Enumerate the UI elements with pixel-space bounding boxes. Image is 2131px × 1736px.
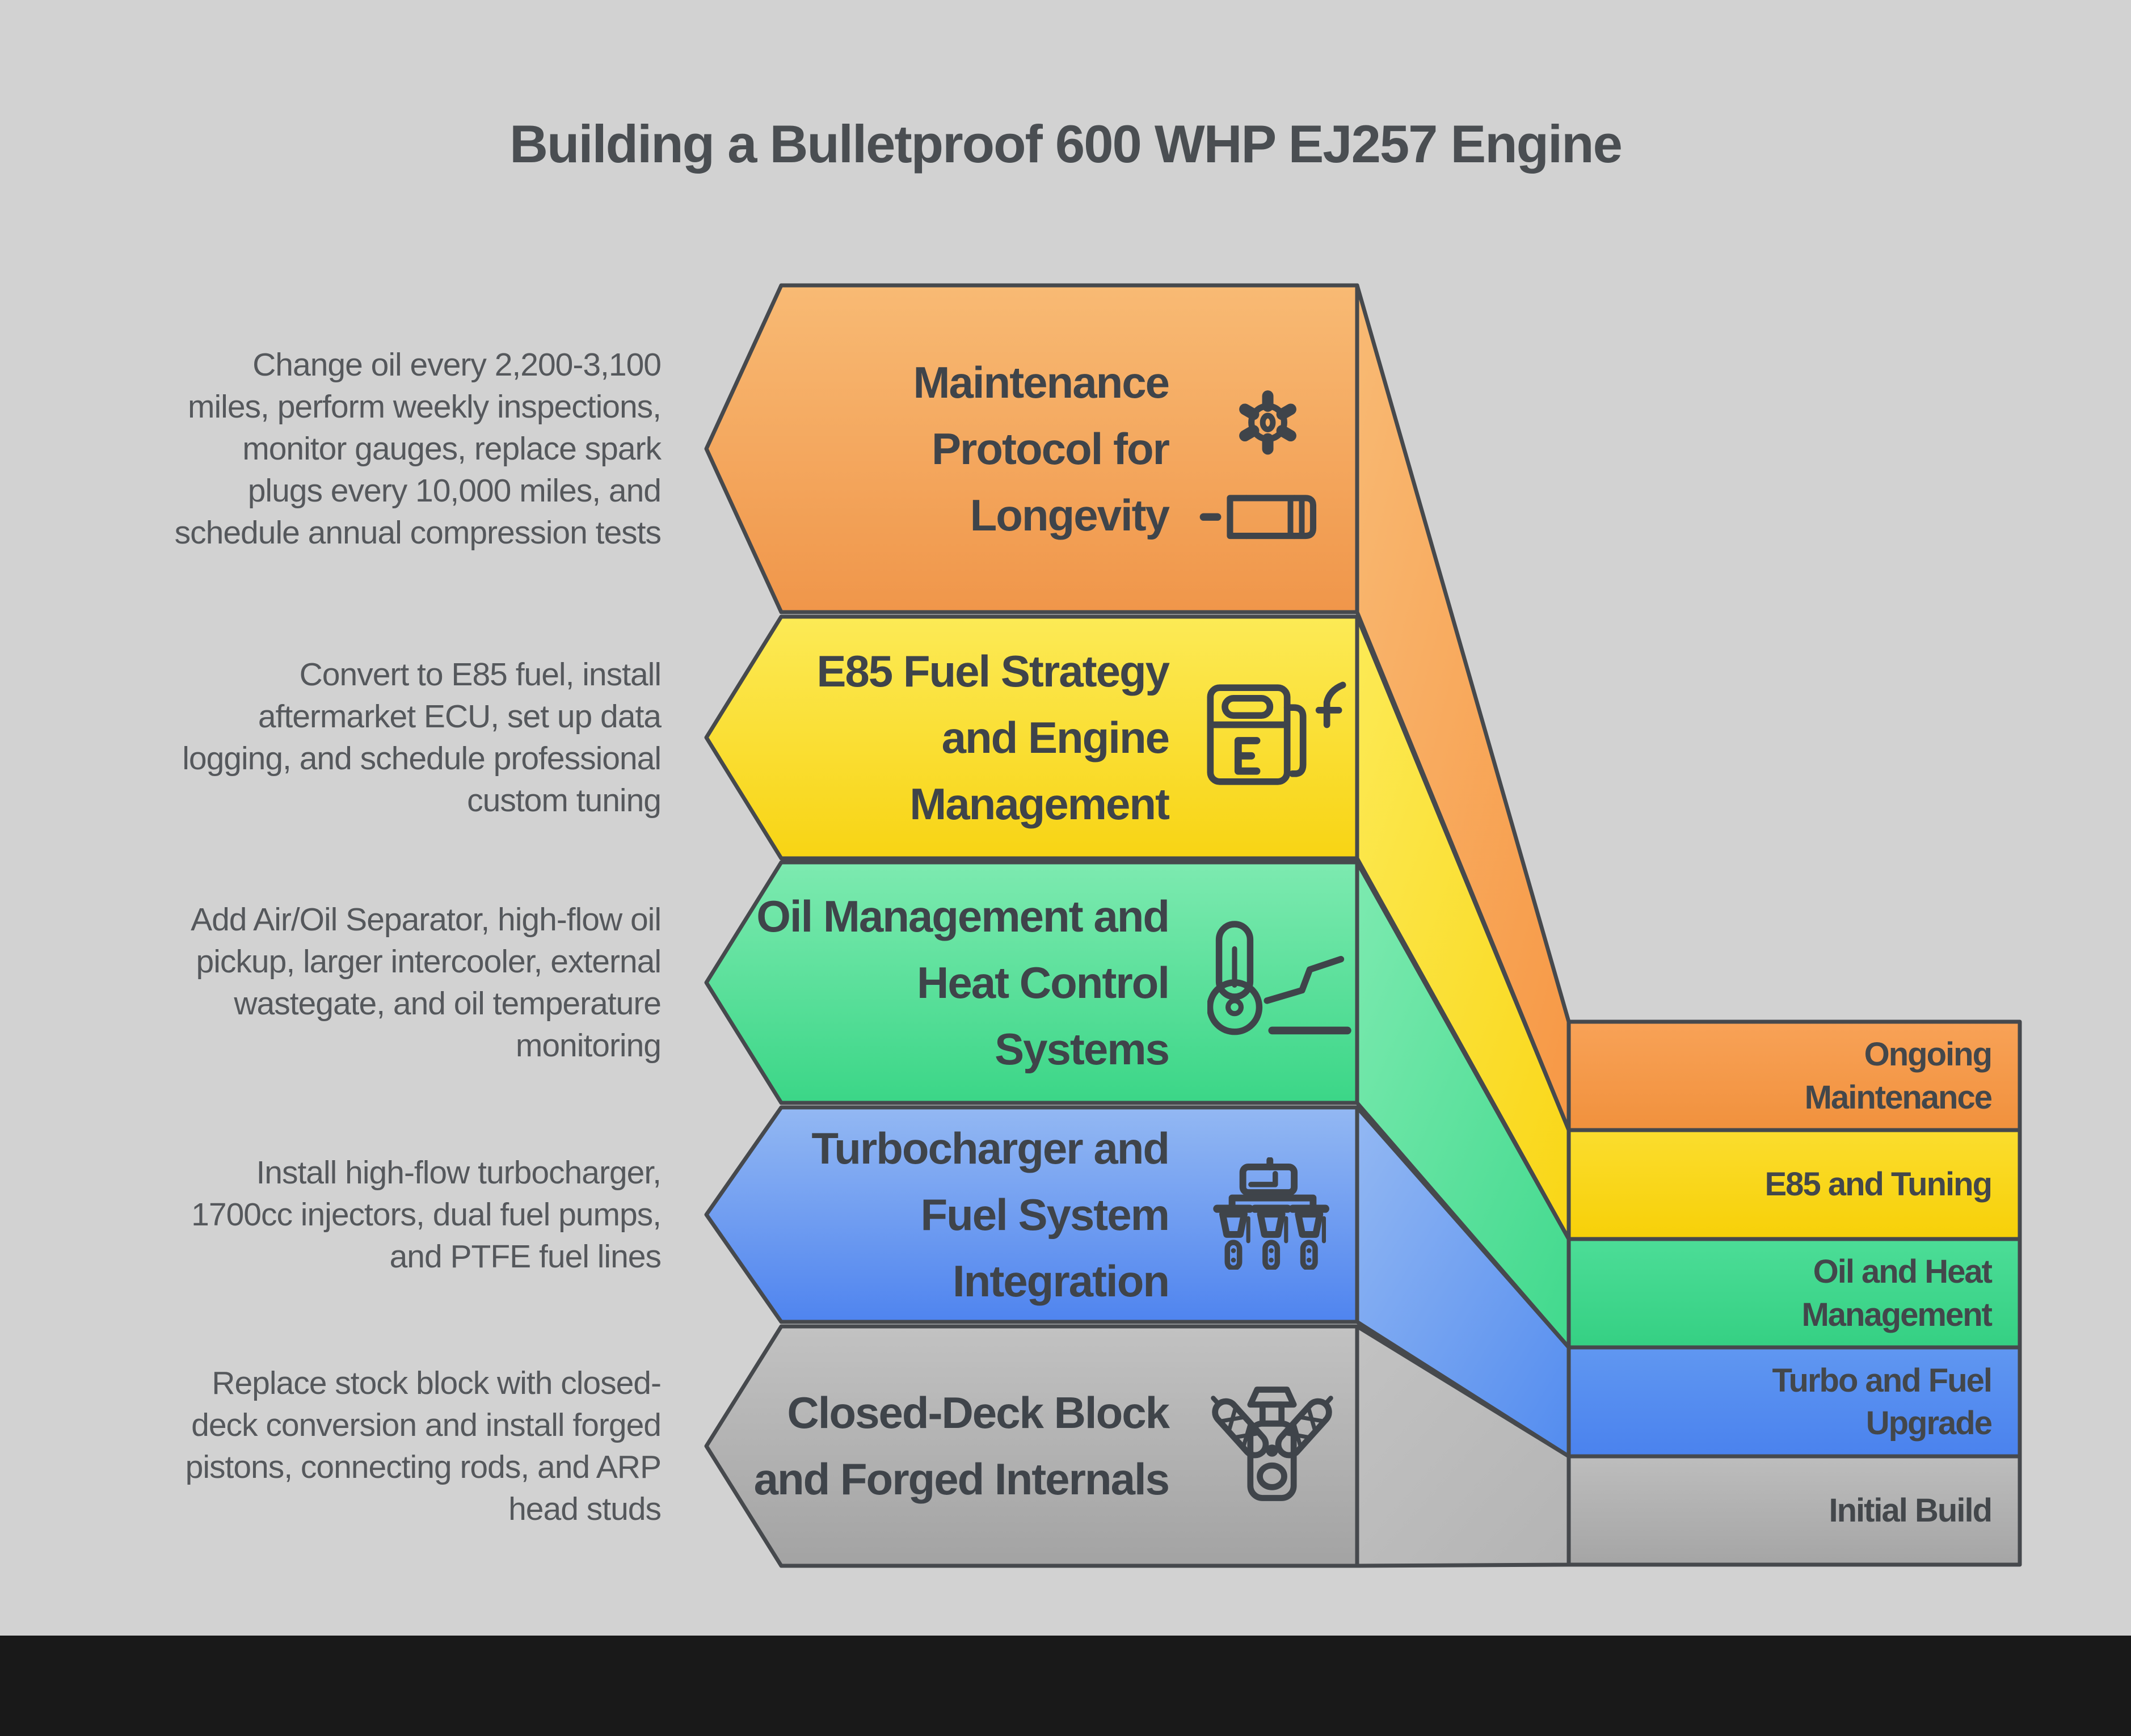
step-band-label-2: E85 Fuel Strategy and Engine Management [816,646,1170,829]
step-tag-label-2: E85 and Tuning [1764,1166,1993,1203]
step-band-label-1: Maintenance Protocol for Longevity [913,357,1170,540]
step-tag-label-1: Ongoing Maintenance [1804,1036,1993,1116]
thermometer-icon [1207,920,1353,1037]
step-tag-box-2 [1566,1128,2022,1241]
step-description-3: Add Air/Oil Separator, high-flow oil pic… [191,901,662,1064]
step-band-3 [704,860,1359,1105]
fuel-pump-icon [1205,681,1348,789]
step-band-4 [704,1105,1359,1324]
step-description-1: Change oil every 2,200-3,100 miles, perf… [174,346,662,551]
gear-oil-filter-icon [1196,385,1322,543]
step-band-2 [704,614,1359,861]
fuel-injectors-icon [1205,1157,1340,1270]
step-description-2: Convert to E85 fuel, install aftermarket… [182,656,662,819]
step-tag-label-5: Initial Build [1829,1491,1993,1529]
step-tag-label-4: Turbo and Fuel Upgrade [1772,1362,1993,1442]
step-description-5: Replace stock block with closed-deck con… [185,1364,662,1528]
step-band-label-5: Closed-Deck Block and Forged Internals [753,1388,1170,1504]
step-description-4: Install high-flow turbocharger, 1700cc i… [191,1154,662,1275]
footer-bar [0,1636,2131,1736]
step-band-5 [704,1324,1359,1568]
step-tag-box-5 [1566,1454,2022,1567]
step-tag-label-3: Oil and Heat Management [1801,1253,1993,1333]
page-title: Building a Bulletproof 600 WHP EJ257 Eng… [509,114,1623,174]
step-band-1 [704,283,1359,614]
step-band-label-3: Oil Management and Heat Control Systems [756,891,1170,1074]
step-band-label-4: Turbocharger and Fuel System Integration [811,1123,1170,1306]
v-engine-icon [1204,1384,1340,1503]
step-tag-box-1 [1566,1019,2022,1132]
